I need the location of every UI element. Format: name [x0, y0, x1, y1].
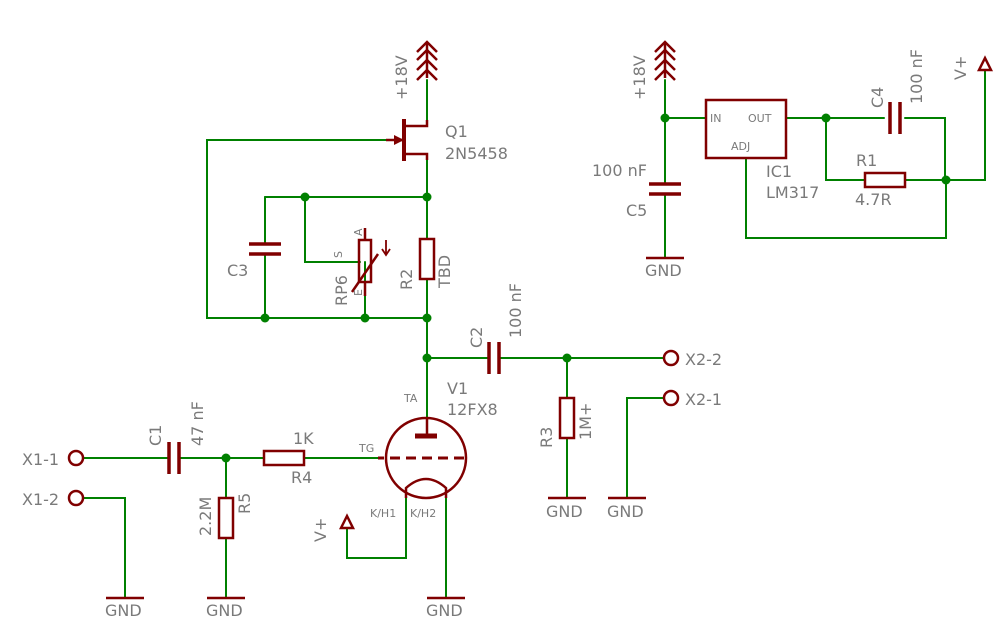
component-name: C3 — [227, 261, 248, 280]
ground-symbol: GND — [546, 496, 586, 521]
connector-label: X2-1 — [685, 390, 722, 409]
ground-label: GND — [206, 601, 243, 620]
supply-vplus-bottom: V+ — [311, 513, 356, 542]
ground-label: GND — [546, 502, 583, 521]
capacitor-c4: C4 100 nF — [868, 49, 926, 134]
pin-label: A — [352, 228, 365, 236]
ground-label: GND — [645, 261, 682, 280]
capacitor-c2: C2 100 nF — [467, 283, 525, 374]
ground-label: GND — [607, 502, 644, 521]
supply-label: +18V — [392, 55, 411, 100]
component-name: R4 — [291, 468, 312, 487]
ground-symbols: GND GND GND GND GND GND — [105, 256, 684, 620]
ground-label: GND — [426, 601, 463, 620]
pin-label: TG — [358, 442, 374, 455]
resistor-r4: 1K R4 — [262, 429, 314, 487]
component-name: R1 — [856, 151, 877, 170]
connectors: X1-1 X1-2 X2-2 X2-1 — [22, 349, 722, 509]
component-name: C2 — [467, 327, 486, 348]
regulator-ic1: IN OUT ADJ IC1 LM317 — [704, 98, 819, 202]
component-name: RP6 — [332, 275, 351, 306]
resistor-r5: 2.2M R5 — [196, 493, 254, 540]
junction-dot — [941, 175, 951, 185]
resistor-r1: R1 4.7R — [855, 151, 907, 209]
wires — [82, 69, 986, 599]
ground-symbol: GND — [206, 596, 245, 620]
pin-label: E — [352, 289, 365, 296]
junction-dot — [422, 313, 432, 323]
ground-label: GND — [105, 601, 142, 620]
component-value: 100 nF — [506, 283, 525, 338]
component-name: R2 — [397, 269, 416, 290]
pin-label: K/H2 — [410, 507, 436, 520]
junction-dot — [660, 113, 670, 123]
ground-symbol: GND — [105, 596, 144, 620]
component-value: 47 nF — [188, 401, 207, 446]
supply-label: V+ — [311, 518, 330, 542]
ground-symbol: GND — [426, 596, 465, 620]
component-value: 1K — [293, 429, 314, 448]
capacitor-c3: C3 — [227, 242, 281, 280]
component-value: 4.7R — [855, 190, 892, 209]
component-value: 12FX8 — [447, 400, 498, 419]
transistor-q1: Q1 2N5458 — [386, 119, 508, 163]
component-name: V1 — [447, 379, 468, 398]
component-value: 100 nF — [907, 49, 926, 104]
supply-label: V+ — [951, 56, 970, 80]
component-name: R5 — [235, 493, 254, 514]
component-value: 2.2M — [196, 497, 215, 536]
junctions — [221, 113, 951, 463]
connector-x1-2[interactable] — [67, 489, 85, 507]
capacitor-c1: C1 47 nF — [146, 401, 207, 474]
component-name: C1 — [146, 425, 165, 446]
pin-label: ADJ — [731, 140, 750, 153]
ground-symbol: GND — [645, 256, 684, 280]
supply-label: +18V — [630, 55, 649, 100]
component-value: 1M+ — [576, 403, 595, 440]
junction-dot — [260, 313, 270, 323]
connector-label: X1-1 — [22, 450, 59, 469]
connector-x2-2[interactable] — [662, 349, 680, 367]
ground-symbol: GND — [607, 496, 646, 521]
component-value: 100 nF — [592, 161, 647, 180]
resistor-r2: R2 TBD — [397, 237, 454, 290]
junction-dot — [221, 453, 231, 463]
component-name: R3 — [537, 427, 556, 448]
capacitor-c5: 100 nF C5 — [592, 161, 681, 220]
component-value: LM317 — [766, 183, 819, 202]
pin-label: K/H1 — [370, 507, 396, 520]
supply-plus18-left: +18V — [392, 40, 438, 100]
pin-label: IN — [710, 112, 721, 125]
junction-dot — [562, 353, 572, 363]
pin-label: TA — [403, 392, 418, 405]
tube-v1: TA TG K/H1 K/H2 V1 12FX8 — [358, 379, 498, 520]
junction-dot — [821, 113, 831, 123]
resistor-r3: R3 1M+ — [537, 396, 595, 448]
connector-x2-1[interactable] — [662, 389, 680, 407]
component-name: IC1 — [766, 162, 792, 181]
connector-label: X1-2 — [22, 490, 59, 509]
component-value: TBD — [435, 255, 454, 289]
component-name: Q1 — [445, 122, 468, 141]
connector-label: X2-2 — [685, 350, 722, 369]
supply-vplus-top: V+ — [951, 55, 994, 80]
component-value: 2N5458 — [445, 144, 508, 163]
connector-x1-1[interactable] — [67, 449, 85, 467]
junction-dot — [422, 353, 432, 363]
pin-label: S — [332, 251, 345, 258]
pin-label: OUT — [748, 112, 772, 125]
supply-plus18-right: +18V — [630, 40, 676, 100]
junction-dot — [360, 313, 370, 323]
potentiometer-rp6: S A E RP6 — [332, 228, 391, 306]
junction-dot — [300, 192, 310, 202]
junction-dot — [422, 192, 432, 202]
component-name: C5 — [626, 201, 647, 220]
component-name: C4 — [868, 87, 887, 108]
